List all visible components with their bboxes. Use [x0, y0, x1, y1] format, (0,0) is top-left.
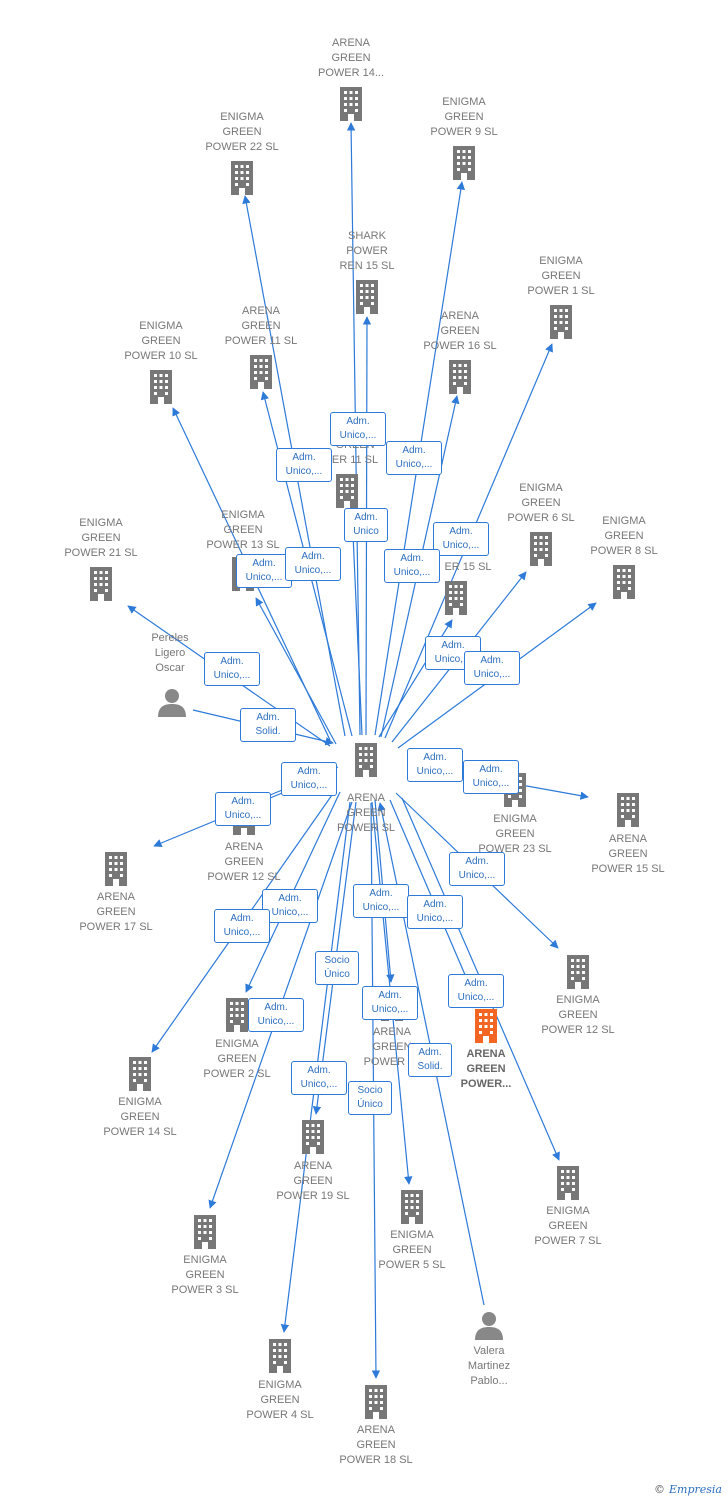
building-icon[interactable] — [250, 355, 272, 389]
node-label[interactable]: ARENA GREEN POWER 18 SL — [339, 1424, 413, 1466]
brand-logo[interactable]: Empresia — [669, 1483, 722, 1496]
node-label[interactable]: ARENA GREEN POWER 12 SL — [207, 841, 281, 883]
node-label[interactable]: ENIGMA GREEN POWER 5 SL — [378, 1229, 446, 1271]
building-icon[interactable] — [231, 161, 253, 195]
node-label[interactable]: ENIGMA GREEN POWER 6 SL — [507, 482, 575, 524]
relationship-label[interactable]: Adm. Unico,... — [449, 852, 505, 886]
relationship-label[interactable]: Adm. Unico,... — [433, 522, 489, 556]
building-icon[interactable] — [475, 1009, 497, 1043]
node-label[interactable]: ENIGMA GREEN POWER 22 SL — [205, 111, 279, 153]
building-icon[interactable] — [617, 793, 639, 827]
node-label[interactable]: Pereles Ligero Oscar — [151, 632, 189, 674]
node-label[interactable]: ARENA GREEN POWER 11 SL — [224, 305, 298, 347]
node-label[interactable]: ENIGMA GREEN POWER 4 SL — [246, 1379, 314, 1421]
relationship-label[interactable]: Adm. Unico,... — [291, 1061, 347, 1095]
relationship-label[interactable]: Adm. Unico,... — [330, 412, 386, 446]
relationship-label[interactable]: Socio Único — [348, 1081, 392, 1115]
building-icon[interactable] — [557, 1166, 579, 1200]
relationship-label[interactable]: Adm. Unico,... — [407, 748, 463, 782]
relationship-label[interactable]: Adm. Unico,... — [281, 762, 337, 796]
building-icon[interactable] — [150, 370, 172, 404]
building-icon[interactable] — [445, 581, 467, 615]
relationship-label[interactable]: Adm. Unico,... — [262, 889, 318, 923]
node-label[interactable]: ENIGMA GREEN POWER 10 SL — [124, 320, 198, 362]
building-icon[interactable] — [356, 280, 378, 314]
center-node-label[interactable]: ARENA GREEN POWER SL — [336, 792, 396, 834]
relationship-label[interactable]: Adm. Unico — [344, 508, 388, 542]
relationship-label[interactable]: Adm. Unico,... — [248, 998, 304, 1032]
relationship-label[interactable]: Adm. Unico,... — [384, 549, 440, 583]
building-icon[interactable] — [613, 565, 635, 599]
node-label[interactable]: ENIGMA GREEN POWER 12 SL — [541, 994, 615, 1036]
node-label[interactable]: ARENA GREEN POWER 13 — [363, 1026, 421, 1068]
node-label[interactable]: ENIGMA GREEN POWER 8 SL — [590, 515, 658, 557]
relationship-label[interactable]: Adm. Unico,... — [215, 792, 271, 826]
building-icon[interactable] — [340, 87, 362, 121]
person-icon[interactable] — [475, 1312, 503, 1340]
node-label[interactable]: Valera Martinez Pablo... — [467, 1345, 511, 1387]
relationship-label[interactable]: Adm. Unico,... — [362, 986, 418, 1020]
node-label[interactable]: ENIGMA GREEN POWER 2 SL — [203, 1038, 271, 1080]
relationship-label[interactable]: Adm. Unico,... — [214, 909, 270, 943]
node-label[interactable]: ENIGMA GREEN POWER 23 SL — [478, 813, 552, 855]
node-label[interactable]: ARENA GREEN POWER 15 SL — [591, 833, 665, 875]
node-label[interactable]: ARENA GREEN POWER 19 SL — [276, 1160, 350, 1202]
building-icon[interactable] — [129, 1057, 151, 1091]
building-icon[interactable] — [226, 998, 248, 1032]
node-label[interactable]: ENIGMA GREEN POWER 7 SL — [534, 1205, 602, 1247]
relationship-label[interactable]: Adm. Unico,... — [464, 651, 520, 685]
building-icon[interactable] — [336, 474, 358, 508]
building-icon[interactable] — [355, 743, 377, 777]
footer: © Empresia — [654, 1483, 722, 1496]
building-icon[interactable] — [90, 567, 112, 601]
node-label[interactable]: ENIGMA GREEN POWER 21 SL — [64, 517, 138, 559]
relationship-label[interactable]: Adm. Unico,... — [386, 441, 442, 475]
node-label[interactable]: ARENA GREEN POWER 17 SL — [79, 891, 153, 933]
relationship-label[interactable]: Adm. Unico,... — [204, 652, 260, 686]
node-label[interactable]: ARENA GREEN POWER 16 SL — [423, 310, 497, 352]
node-label[interactable]: ENIGMA GREEN POWER 9 SL — [430, 96, 498, 138]
relationship-label[interactable]: Adm. Unico,... — [407, 895, 463, 929]
building-icon[interactable] — [453, 146, 475, 180]
building-icon[interactable] — [194, 1215, 216, 1249]
building-icon[interactable] — [567, 955, 589, 989]
node-label[interactable]: ENIGMA GREEN POWER 3 SL — [171, 1254, 239, 1296]
node-label[interactable]: SHARK POWER REN 15 SL — [339, 230, 395, 272]
node-label[interactable]: ARENA GREEN POWER... — [460, 1048, 512, 1090]
building-icon[interactable] — [365, 1385, 387, 1419]
edge-line — [348, 511, 363, 736]
relationship-label[interactable]: Adm. Unico,... — [448, 974, 504, 1008]
relationship-label[interactable]: Adm. Unico,... — [276, 448, 332, 482]
node-label[interactable]: ER 15 SL — [444, 561, 492, 573]
person-icon[interactable] — [158, 689, 186, 717]
relationship-label[interactable]: Adm. Unico,... — [463, 760, 519, 794]
building-icon[interactable] — [550, 305, 572, 339]
relationship-label[interactable]: Adm. Solid. — [408, 1043, 452, 1077]
relationship-label[interactable]: Adm. Unico,... — [353, 884, 409, 918]
edge-line — [255, 597, 337, 745]
building-icon[interactable] — [530, 532, 552, 566]
node-label[interactable]: ARENA GREEN POWER 14... — [317, 37, 385, 79]
building-icon[interactable] — [449, 360, 471, 394]
building-icon[interactable] — [302, 1120, 324, 1154]
building-icon[interactable] — [401, 1190, 423, 1224]
copyright-symbol: © — [654, 1483, 665, 1496]
building-icon[interactable] — [105, 852, 127, 886]
relationship-label[interactable]: Socio Único — [315, 951, 359, 985]
relationship-label[interactable]: Adm. Solid. — [240, 708, 296, 742]
building-icon[interactable] — [269, 1339, 291, 1373]
node-label[interactable]: ENIGMA GREEN POWER 1 SL — [527, 255, 595, 297]
node-label[interactable]: ENIGMA GREEN POWER 13 SL — [206, 509, 280, 551]
relationship-label[interactable]: Adm. Unico,... — [285, 547, 341, 581]
node-label[interactable]: ENIGMA GREEN POWER 14 SL — [103, 1096, 177, 1138]
relationship-label[interactable]: Adm. Unico,... — [236, 554, 292, 588]
